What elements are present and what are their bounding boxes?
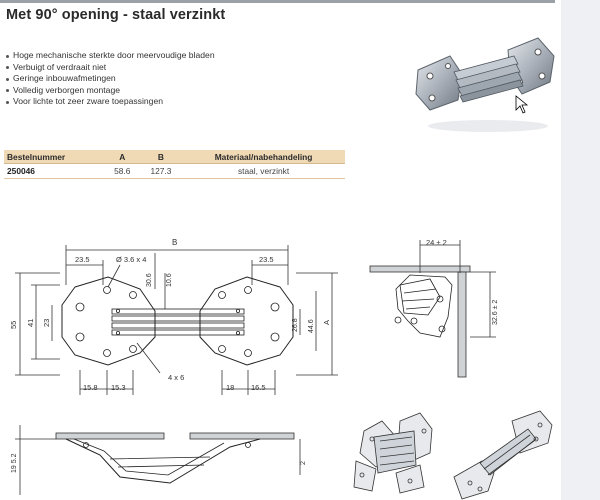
dimension-labels: B 23.5 Ø 3.6 x 4 23.5 30.6 10.6 55 41 23… (9, 238, 499, 473)
table-row: 250046 58.6 127.3 staal, verzinkt (4, 163, 345, 179)
right-margin-strip (561, 0, 600, 500)
spec-table: Bestelnummer A B Materiaal/nabehandeling… (4, 150, 345, 179)
hinge-product-image (415, 37, 555, 132)
cell-a: 58.6 (104, 163, 140, 179)
dim-label: 16.5 (251, 383, 266, 392)
dim-label: 4 x 6 (168, 373, 184, 382)
dim-label: 23.5 (259, 255, 274, 264)
page-heading: Met 90° opening - staal verzinkt (6, 7, 226, 23)
dim-label: Ø 3.6 x 4 (116, 255, 146, 264)
feature-item: Voor lichte tot zeer zware toepassingen (4, 96, 215, 108)
dim-label: 32.6 ± 2 (492, 300, 499, 325)
dim-label: 2 (300, 461, 307, 465)
dim-label: 15.8 (83, 383, 98, 392)
dim-label: 18 (226, 383, 234, 392)
dim-label: 10.6 (166, 273, 173, 287)
dim-label: A (322, 320, 331, 325)
side-view-drawing (369, 240, 496, 378)
feature-item: Hoge mechanische sterkte door meervoudig… (4, 50, 215, 62)
col-header-order-number: Bestelnummer (4, 150, 105, 164)
isometric-view-folded (353, 412, 433, 494)
feature-list: Hoge mechanische sterkte door meervoudig… (4, 50, 215, 108)
cell-b: 127.3 (139, 163, 183, 179)
cell-order-number: 250046 (4, 163, 105, 179)
isometric-view-open (453, 410, 553, 500)
dim-label: 15.3 (111, 383, 126, 392)
dim-label: 44.6 (308, 319, 315, 333)
dim-label: 41 (26, 319, 35, 327)
feature-item: Geringe inbouwafmetingen (4, 73, 215, 85)
col-header-a: A (104, 150, 140, 164)
dim-label: 30.6 (146, 273, 153, 287)
dim-label: 19 5.2 (11, 453, 18, 473)
technical-drawing: B 23.5 Ø 3.6 x 4 23.5 30.6 10.6 55 41 23… (9, 238, 553, 500)
feature-item: Verbuigt of verdraait niet (4, 62, 215, 74)
col-header-b: B (139, 150, 183, 164)
dim-label: 26.8 (292, 318, 299, 332)
top-view-drawing (15, 245, 338, 395)
cell-material: staal, verzinkt (182, 163, 345, 179)
dim-label: 55 (9, 321, 18, 329)
dim-label: 24 ± 2 (426, 238, 447, 247)
col-header-material: Materiaal/nabehandeling (182, 150, 345, 164)
feature-item: Volledig verborgen montage (4, 85, 215, 97)
dim-label: 23 (42, 319, 51, 327)
bottom-side-view-drawing (15, 425, 301, 495)
top-rule (0, 0, 555, 3)
dim-label: 23.5 (75, 255, 90, 264)
dim-label: B (172, 238, 177, 247)
